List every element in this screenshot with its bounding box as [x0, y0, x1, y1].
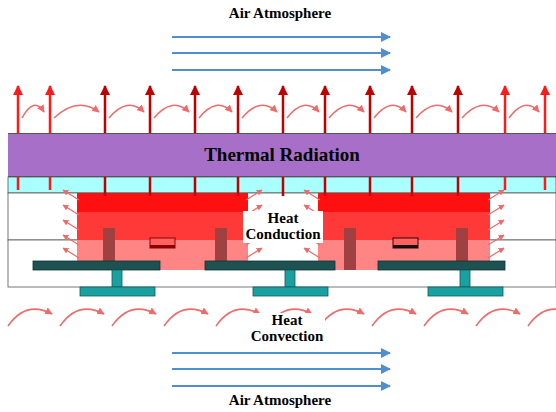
conduction-arrow	[63, 190, 79, 200]
air-swirl-arrow	[374, 105, 406, 118]
conduction-arrow	[304, 190, 320, 200]
air-swirl-arrow	[154, 105, 189, 118]
air-swirl-arrow	[22, 105, 44, 118]
air-swirl-arrow	[329, 105, 364, 118]
air-swirl-arrow	[509, 105, 539, 118]
convection-label: Heat Convection	[249, 313, 326, 345]
convection-arrow	[476, 309, 520, 326]
conduction-arrow	[488, 190, 504, 200]
conduction-arrow	[488, 248, 504, 258]
convection-arrow	[320, 309, 364, 326]
conduction-arrow	[63, 205, 79, 215]
atmosphere-label: Air Atmosphere	[229, 6, 331, 22]
atmosphere-label: Air Atmosphere	[229, 393, 331, 409]
air-swirl-arrow	[287, 105, 319, 118]
conduction-arrow	[246, 190, 262, 200]
air-swirl-arrow	[416, 105, 452, 118]
convection-arrow	[372, 309, 416, 326]
radiation-band: Thermal Radiation	[8, 133, 556, 177]
conduction-arrow	[246, 248, 262, 258]
conduction-arrow	[488, 235, 504, 245]
conduction-arrow	[488, 205, 504, 215]
conduction-arrow	[63, 235, 79, 245]
conduction-label: Heat Conduction	[243, 211, 322, 243]
heat-arrows	[8, 86, 556, 326]
conduction-arrow	[304, 248, 320, 258]
convection-arrow	[528, 309, 556, 326]
conduction-arrow	[63, 220, 79, 230]
air-swirl-arrow	[109, 105, 144, 118]
convection-arrow	[164, 309, 208, 326]
convection-arrow	[112, 309, 156, 326]
heat-spreader	[33, 261, 505, 270]
air-swirl-arrow	[242, 105, 277, 118]
band-label: Thermal Radiation	[201, 144, 363, 166]
conduction-arrow	[63, 248, 79, 258]
air-swirl-arrow	[199, 105, 232, 118]
convection-arrow	[60, 309, 104, 326]
mount-pedestal	[80, 270, 503, 296]
lower-layer	[8, 240, 556, 287]
conduction-arrow	[488, 220, 504, 230]
chip	[318, 193, 490, 270]
air-swirl-arrow	[462, 105, 499, 118]
air-swirl-arrow	[54, 105, 99, 118]
convection-arrow	[424, 309, 468, 326]
convection-arrow	[8, 309, 52, 326]
chip	[77, 193, 248, 270]
